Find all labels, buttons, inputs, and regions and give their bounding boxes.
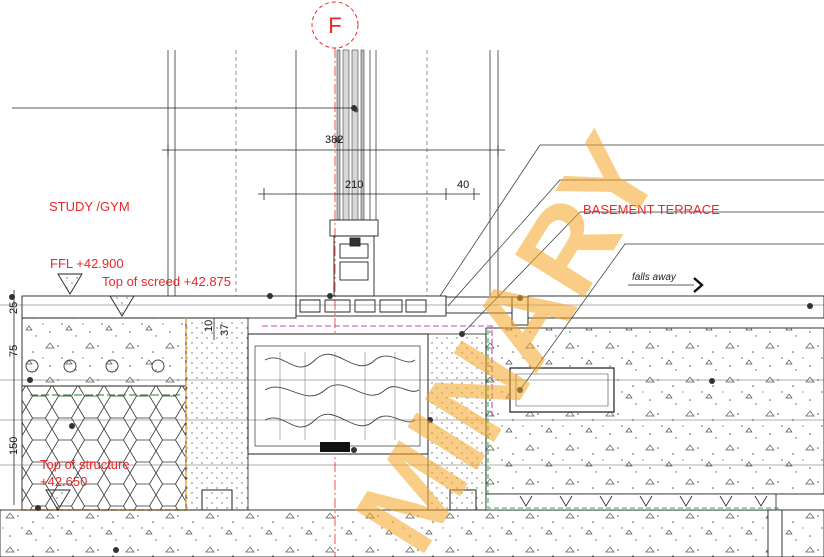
dim-25: 25 [8, 302, 20, 314]
room-label-study: STUDY /GYM [49, 199, 130, 214]
level-label-ffl: FFL +42.900 [50, 256, 124, 271]
level-label-screed: Top of screed +42.875 [102, 274, 231, 289]
vertical-guide-lines [167, 50, 499, 296]
level-label-structure-1: Top of structure [40, 457, 130, 472]
dim-150: 150 [8, 437, 20, 455]
reference-dots [9, 105, 813, 553]
level-label-structure-2: +42.650 [40, 474, 87, 489]
falls-away-label: falls away [632, 272, 677, 283]
dimension-lines [12, 107, 505, 505]
drainage-chamber [201, 333, 487, 511]
grid-marker: F [311, 1, 359, 557]
falls-away-arrow: falls away [628, 272, 704, 293]
grid-marker-letter: F [328, 13, 341, 38]
floor-build-up-left [0, 295, 824, 557]
terrace-build-up-right [262, 295, 824, 557]
dim-40: 40 [457, 179, 469, 191]
dim-382: 382 [325, 134, 343, 146]
dim-75: 75 [8, 345, 20, 357]
level-markers [45, 273, 135, 511]
leader-lines [0, 144, 824, 466]
dim-210: 210 [345, 179, 363, 191]
room-label-terrace: BASEMENT TERRACE [583, 202, 720, 217]
